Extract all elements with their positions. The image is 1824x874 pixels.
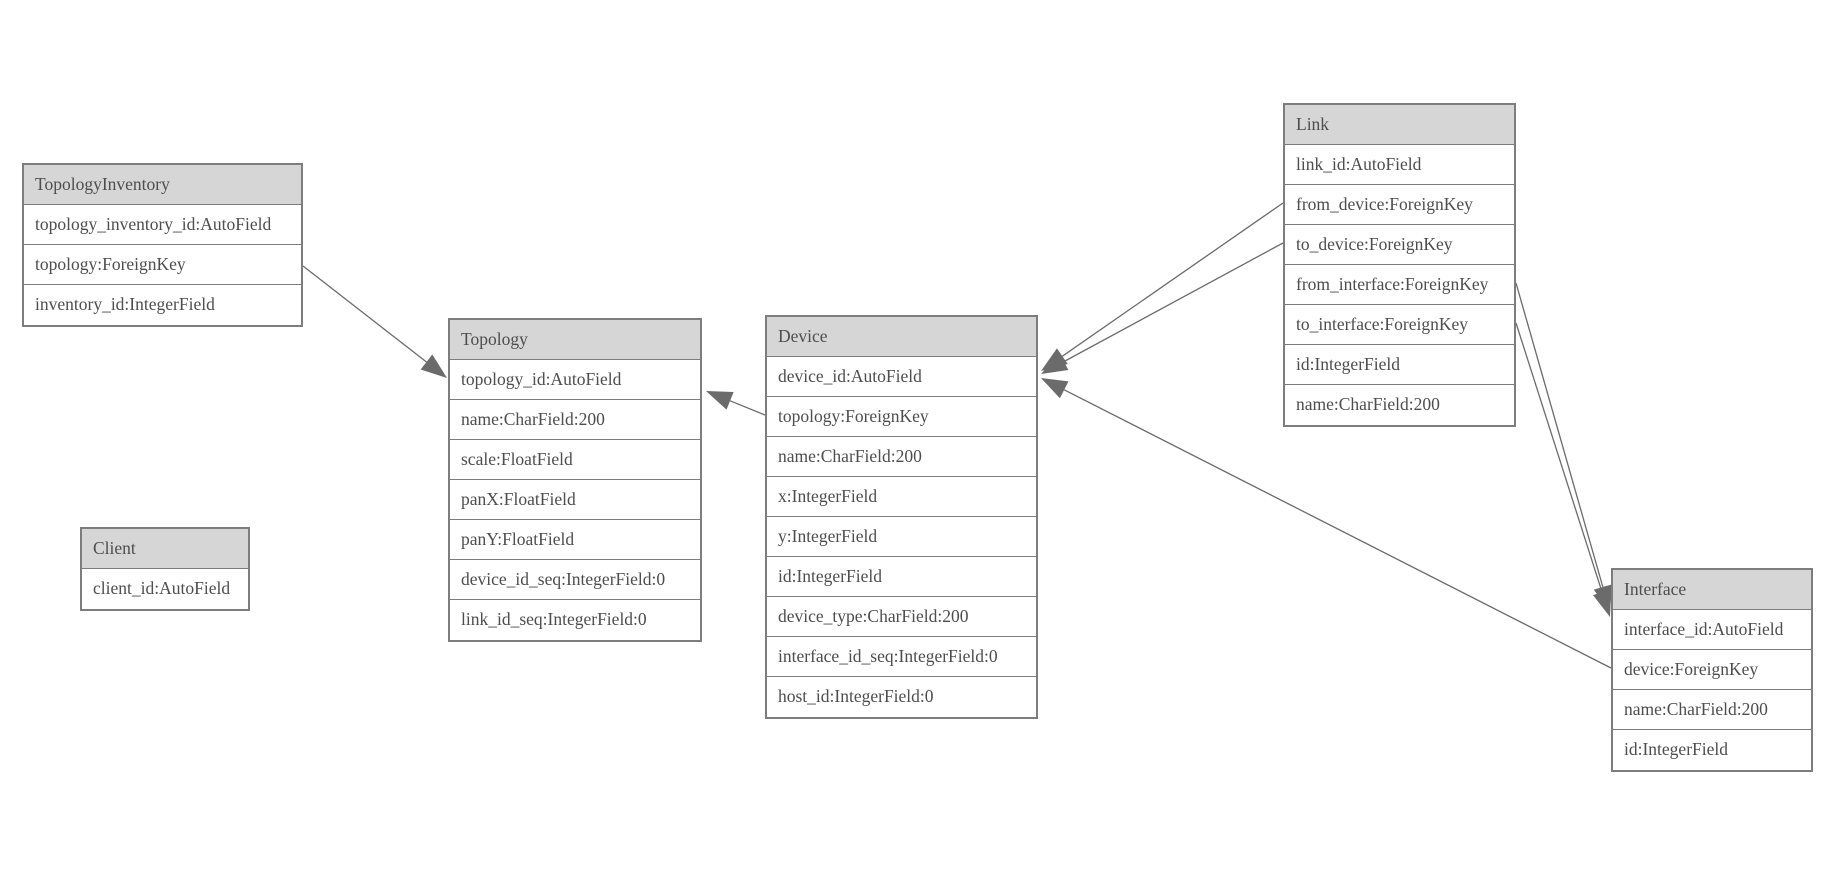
table-field-row: name:CharField:200 [1285, 385, 1514, 425]
relationship-edge-device_topology [729, 400, 766, 416]
table-header-client: Client [82, 529, 248, 569]
table-field-row: scale:FloatField [450, 440, 700, 480]
table-field-row: id:IntegerField [767, 557, 1036, 597]
table-header-link: Link [1285, 105, 1514, 145]
table-field-row: topology_id:AutoField [450, 360, 700, 400]
table-field-row: name:CharField:200 [450, 400, 700, 440]
table-field-row: name:CharField:200 [1613, 690, 1811, 730]
entity-table-interface: Interface interface_id:AutoField device:… [1611, 568, 1813, 772]
table-field-row: topology_inventory_id:AutoField [24, 205, 301, 245]
table-field-row: link_id_seq:IntegerField:0 [450, 600, 700, 640]
table-field-row: id:IntegerField [1285, 345, 1514, 385]
table-field-row: inventory_id:IntegerField [24, 285, 301, 325]
table-field-row: x:IntegerField [767, 477, 1036, 517]
relationship-edge-tinv_topology [302, 265, 427, 363]
entity-table-topology-inventory: TopologyInventory topology_inventory_id:… [22, 163, 303, 327]
arrowhead-icon [1593, 589, 1612, 617]
table-field-row: from_device:ForeignKey [1285, 185, 1514, 225]
arrowhead-icon [1041, 378, 1069, 399]
entity-table-topology: Topology topology_id:AutoField name:Char… [448, 318, 702, 642]
relationship-edge-link_from_device [1061, 202, 1284, 357]
table-field-row: client_id:AutoField [82, 569, 248, 609]
table-field-row: panY:FloatField [450, 520, 700, 560]
table-field-row: interface_id:AutoField [1613, 610, 1811, 650]
arrowhead-icon [1041, 353, 1069, 374]
arrowhead-icon [420, 354, 447, 378]
arrowhead-icon [706, 391, 734, 410]
table-field-row: device_id_seq:IntegerField:0 [450, 560, 700, 600]
table-field-row: y:IntegerField [767, 517, 1036, 557]
table-field-row: to_interface:ForeignKey [1285, 305, 1514, 345]
table-field-row: id:IntegerField [1613, 730, 1811, 770]
entity-table-device: Device device_id:AutoField topology:Fore… [765, 315, 1038, 719]
table-header-device: Device [767, 317, 1036, 357]
entity-table-client: Client client_id:AutoField [80, 527, 250, 611]
table-field-row: device_type:CharField:200 [767, 597, 1036, 637]
table-header-interface: Interface [1613, 570, 1811, 610]
table-header-topology: Topology [450, 320, 700, 360]
table-field-row: device_id:AutoField [767, 357, 1036, 397]
table-header-topology-inventory: TopologyInventory [24, 165, 301, 205]
relationship-edge-interface_device [1063, 389, 1612, 669]
relationship-edge-link_from_interface [1515, 282, 1604, 588]
table-field-row: from_interface:ForeignKey [1285, 265, 1514, 305]
table-field-row: link_id:AutoField [1285, 145, 1514, 185]
relationship-edge-link_to_device [1063, 242, 1284, 363]
table-field-row: host_id:IntegerField:0 [767, 677, 1036, 717]
table-field-row: topology:ForeignKey [24, 245, 301, 285]
table-field-row: panX:FloatField [450, 480, 700, 520]
table-field-row: interface_id_seq:IntegerField:0 [767, 637, 1036, 677]
table-field-row: to_device:ForeignKey [1285, 225, 1514, 265]
table-field-row: name:CharField:200 [767, 437, 1036, 477]
relationship-edge-link_to_interface [1515, 322, 1603, 593]
table-field-row: device:ForeignKey [1613, 650, 1811, 690]
entity-table-link: Link link_id:AutoField from_device:Forei… [1283, 103, 1516, 427]
table-field-row: topology:ForeignKey [767, 397, 1036, 437]
